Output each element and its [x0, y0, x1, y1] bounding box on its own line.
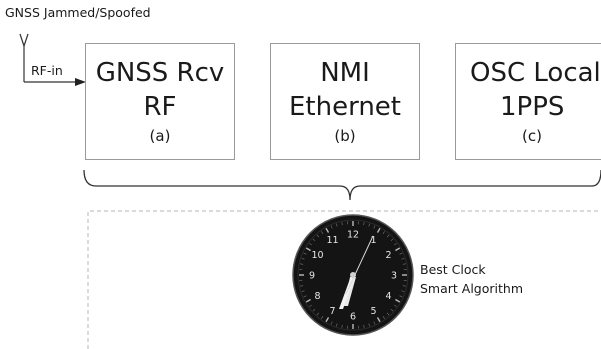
clock-number: 11	[326, 235, 338, 246]
clock-minor-tick	[309, 242, 312, 246]
clock-number: 4	[385, 291, 391, 302]
clock-minor-tick	[382, 316, 386, 319]
clock-minor-tick	[373, 225, 376, 229]
clock-minor-tick	[301, 257, 305, 260]
clock-minor-tick	[399, 295, 403, 298]
clock-minor-tick	[401, 290, 405, 293]
clock-minor-tick	[320, 316, 324, 319]
clock-minor-tick	[386, 234, 390, 238]
second-hand	[345, 235, 374, 295]
clock-minor-tick	[402, 263, 406, 265]
clock-minor-tick	[300, 285, 304, 287]
clock-minor-tick	[341, 324, 343, 328]
clock-minor-tick	[386, 312, 390, 316]
clock-center	[350, 272, 356, 278]
clock-number: 8	[314, 291, 320, 302]
grouping-brace	[83, 169, 601, 201]
clock-minor-tick	[320, 231, 324, 234]
clock-minor-tick	[330, 321, 333, 325]
clock-minor-tick	[335, 323, 338, 327]
clock-major-tick	[325, 227, 330, 233]
box-subtitle: 1PPS	[500, 92, 565, 122]
clock-caption-line2: Smart Algorithm	[420, 281, 524, 296]
clock-minor-tick	[301, 290, 305, 293]
clock-major-tick	[305, 247, 311, 252]
clock-major-tick	[395, 298, 401, 303]
clock-minor-tick	[363, 324, 365, 328]
rf-in-label: RF-in	[31, 63, 63, 78]
clock-ticks	[299, 221, 407, 329]
box-title: OSC Local	[470, 58, 601, 88]
clock-minor-tick	[368, 223, 371, 227]
clock-number: 12	[347, 230, 359, 241]
clock-number: 10	[311, 250, 323, 261]
clock-number: 9	[309, 271, 315, 282]
box-osc-local: OSC Local 1PPS (c)	[455, 43, 601, 160]
clock-major-tick	[376, 317, 381, 323]
clock-minor-tick	[373, 321, 376, 325]
clock-minor-tick	[382, 231, 386, 234]
clock-minor-tick	[390, 308, 394, 312]
clock-major-tick	[305, 298, 311, 303]
box-gnss-receiver: GNSS Rcv RF (a)	[85, 43, 235, 160]
clock-minor-tick	[390, 238, 394, 242]
hour-hand	[344, 277, 356, 306]
clock-minor-tick	[394, 242, 397, 246]
box-nmi-ethernet: NMI Ethernet (b)	[270, 43, 420, 160]
clock-minor-tick	[312, 238, 316, 242]
box-title: NMI	[320, 58, 370, 88]
clock-minor-tick	[341, 222, 343, 226]
clock-number: 6	[350, 312, 356, 323]
clock-number: 2	[385, 250, 391, 261]
clock-number: 3	[391, 271, 397, 282]
clock-minor-tick	[401, 257, 405, 260]
antenna-icon	[19, 33, 75, 83]
clock-minor-tick	[312, 308, 316, 312]
clock-number: 7	[329, 306, 335, 317]
clock-minor-tick	[363, 222, 365, 226]
box-tag: (c)	[522, 127, 542, 145]
clock-number: 5	[370, 306, 376, 317]
box-title: GNSS Rcv	[95, 58, 225, 88]
clock-minor-tick	[399, 252, 403, 255]
clock-minor-tick	[316, 234, 320, 238]
box-subtitle: RF	[143, 92, 177, 122]
clock-minor-tick	[402, 285, 406, 287]
antenna-label: GNSS Jammed/Spoofed	[5, 5, 151, 20]
clock-major-tick	[376, 227, 381, 233]
clock-minor-tick	[316, 312, 320, 316]
clock-minor-tick	[300, 263, 304, 265]
clock-minor-tick	[330, 225, 333, 229]
clock-major-tick	[395, 247, 401, 252]
clock-minor-tick	[303, 295, 307, 298]
dashed-region	[87, 210, 601, 349]
box-tag: (a)	[149, 127, 171, 145]
clock-major-tick	[325, 317, 330, 323]
clock-minor-tick	[309, 304, 312, 308]
clock-minor-tick	[394, 304, 397, 308]
rf-arrowhead	[75, 78, 86, 86]
clock-minor-tick	[303, 252, 307, 255]
clock-caption-line1: Best Clock	[420, 262, 486, 277]
clock-minor-tick	[335, 223, 338, 227]
clock-minor-tick	[368, 323, 371, 327]
clock-number: 1	[370, 235, 376, 246]
box-subtitle: Ethernet	[289, 92, 401, 122]
box-tag: (b)	[334, 127, 356, 145]
